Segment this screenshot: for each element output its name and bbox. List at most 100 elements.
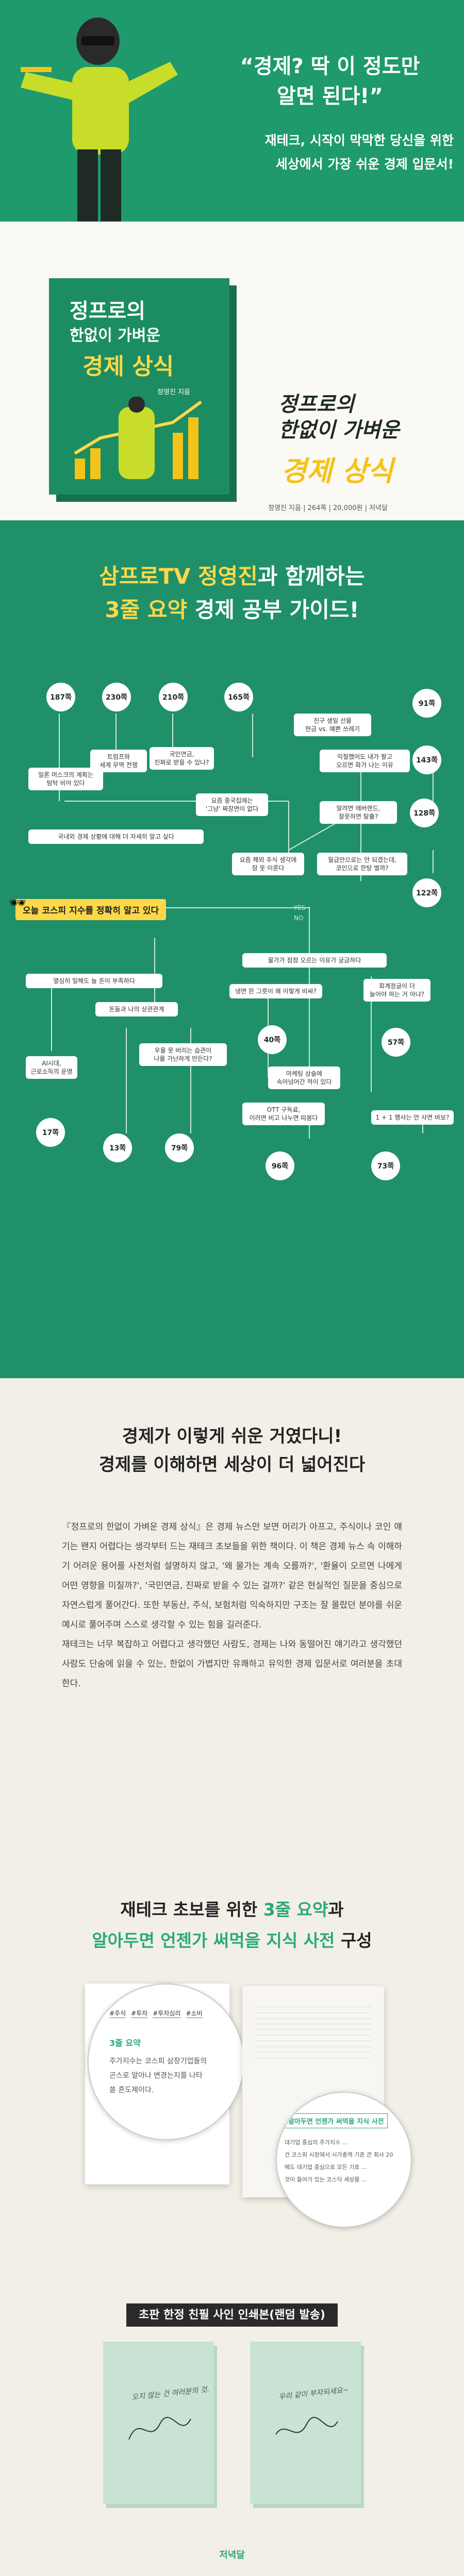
publisher-logo: 저녁달 (219, 2550, 245, 2561)
page-count-165: 165쪽 (224, 683, 253, 711)
description-heading2: 경제를 이해하면 세상이 더 넓어진다 (98, 1454, 366, 1475)
tag-stock: #주식 (109, 2010, 126, 2018)
no-label: NO (294, 914, 304, 922)
page-count-91: 91쪽 (412, 689, 441, 718)
page-count-210: 210쪽 (159, 683, 188, 711)
structure-heading2-green: 알아두면 언젠가 써먹을 지식 사전 (92, 1930, 335, 1951)
summary-line1: 주가지수는 코스피 삼장기업들의 (109, 2057, 207, 2065)
tag-invest: #투자 (131, 2010, 148, 2018)
box-habits: 우울 못 버리는 습관이 나를 가난하게 만든다? (139, 1043, 227, 1066)
tag-consume: #소비 (186, 2010, 203, 2018)
page-count-96: 96쪽 (266, 1151, 294, 1180)
box-never-enough: 열심히 일해도 늘 돈이 부족하다 (26, 974, 162, 988)
description-body: 『정프로의 한없이 가벼운 경제 상식』은 경제 뉴스만 보면 머리가 아프고,… (62, 1517, 402, 1693)
hero-sub-line2: 세상에서 가장 쉬운 경제 입문서! (275, 157, 454, 172)
signature-text2: 우리 같이 부자되세요~ (278, 2385, 350, 2402)
signature-scribble (128, 2417, 191, 2440)
cover-author: 정영진 지음 (157, 388, 190, 396)
structure-heading1-pre: 재테크 초보를 위한 (120, 1900, 263, 1920)
structure-heading1-post: 과 (328, 1900, 344, 1920)
hashtag-row: #주식 #투자 #투자심리 #소비 (109, 2008, 208, 2018)
box-accounting: 회계정글이 더 늘어야 하는 거 아냐? (363, 979, 430, 1002)
book-title-line1: 정프로의 (278, 393, 355, 416)
dict-line4: 것이 들어가 있는 코스닥 세상을 … (285, 2176, 368, 2183)
summary-line2: 곤스로 알아나 변경는지를 나타 (109, 2072, 203, 2080)
dictionary-label: 알아두면 언젠가 써먹을 지식 사전 (285, 2113, 388, 2128)
box-sell-regret: 익절했어도 내가 팔고 오르면 화가 나는 이유 (320, 750, 410, 772)
hero-subtitle: 재테크, 시작이 막막한 당신을 위한 세상에서 가장 쉬운 경제 입문서! (196, 129, 454, 176)
page-count-230: 230쪽 (102, 683, 131, 711)
book-title-line2: 한없이 가벼운 (278, 418, 400, 442)
guide-title-text1: 과 함께하는 (257, 564, 365, 589)
hero-section: “경제? 딱 이 정도만 알면 된다!” 재테크, 시작이 막막한 당신을 위한… (0, 0, 464, 222)
book-cover: 정프로의 한없이 가벼운 경제 상식 정영진 지음 (49, 278, 229, 495)
page-count-73: 73쪽 (371, 1151, 400, 1180)
yes-label: YES (294, 904, 306, 911)
signature-title-wrap: 초판 한정 친필 사인 인쇄본(랜덤 발송) (0, 2303, 464, 2327)
guide-title-highlight2: 3줄 요약 (105, 597, 188, 622)
page-count-13: 13쪽 (103, 1133, 132, 1162)
guide-title-line1: 삼프로TV 정영진과 함께하는 (0, 559, 464, 590)
author-illustration (21, 18, 178, 222)
dictionary-zoom-circle: 알아두면 언젠가 써먹을 지식 사전 대기업 중심의 주가지수 … 건 코스피 … (276, 2092, 412, 2228)
signature-scribble (275, 2417, 338, 2435)
box-elon: 일론 머스크의 계획는 탐탁 비어 있다 (28, 768, 103, 790)
summary-zoom-circle: #주식 #투자 #투자심리 #소비 3줄 요약 주가지수는 코스피 삼장기업들의 곤스… (88, 1984, 244, 2140)
box-money-relation: 돈들과 나의 상관관계 (95, 1002, 178, 1016)
guide-section: 삼프로TV 정영진과 함께하는 3줄 요약 경제 공부 가이드! (0, 520, 464, 1378)
structure-section: 재테크 초보를 위한 3줄 요약과 알아두면 언젠가 써먹을 지식 사전 구성 … (0, 1855, 464, 2576)
book-intro-section: 정프로의 한없이 가벼운 경제 상식 정영진 지음 정프로의 한없이 가벼운 경… (0, 222, 464, 520)
hero-sub-line1: 재테크, 시작이 막막한 당신을 위한 (264, 133, 454, 148)
description-paragraph1: 『정프로의 한없이 가벼운 경제 상식』은 경제 뉴스만 보면 머리가 아프고,… (62, 1522, 402, 1630)
box-marketing: 마케팅 상술에 속아넘어간 적이 있다 (268, 1066, 340, 1089)
box-one-plus-one: 1 + 1 행사는 안 사면 바보? (371, 1110, 454, 1125)
description-section: 경제가 이렇게 쉬운 거였다니! 경제를 이해하면 세상이 더 넓어진다 『정프… (0, 1378, 464, 1855)
box-coin: 월급만으로는 안 되겠는데, 코인으로 한탕 벌까? (317, 853, 407, 875)
guide-title-line2: 3줄 요약 경제 공부 가이드! (0, 592, 464, 624)
flowchart-lines (51, 714, 434, 1139)
box-pension: 국민연금, 진짜로 받을 수 있나? (150, 747, 214, 770)
structure-heading2-post: 구성 (335, 1930, 372, 1951)
cover-illustration (74, 397, 202, 479)
cover-title-line2: 한없이 가벼운 (70, 327, 161, 345)
box-naengmyeon: 냉면 한 그릇이 왜 이렇게 비싸? (229, 984, 322, 998)
hero-quote-line1: “경제? 딱 이 정도만 (240, 55, 420, 78)
cover-main-title: 경제 상식 (82, 353, 174, 380)
summary-label: 3줄 요약 (109, 2038, 141, 2048)
hero-quote-line2: 알면 된다!” (277, 84, 383, 108)
box-world-economy: 국내외 경제 상황에 대해 더 자세히 알고 싶다 (28, 829, 204, 844)
page-count-17: 17쪽 (36, 1118, 65, 1147)
tag-psychology: #투자심리 (153, 2010, 181, 2018)
box-ai-income: AI시대, 근로소득의 운명 (26, 1056, 77, 1079)
page-count-128: 128쪽 (410, 799, 439, 827)
structure-heading1: 재테크 초보를 위한 3줄 요약과 (0, 1896, 464, 1921)
description-paragraph2: 재테크는 너무 복잡하고 어렵다고 생각했던 사람도, 경제는 나와 동떨어진 … (62, 1639, 402, 1689)
structure-heading1-green: 3줄 요약 (263, 1900, 328, 1920)
box-gift: 친구 생일 선물 현금 vs. 예쁜 쓰레기 (294, 714, 371, 736)
flow-start: 오늘 코스피 지수를 정확히 알고 있다 (15, 899, 167, 920)
dict-line3: 에도 대기업 중심으로 모든 기호 … (285, 2164, 368, 2171)
book-title: 정프로의 한없이 가벼운 (278, 392, 400, 443)
sunglasses-icon: 🕶 (9, 895, 27, 911)
guide-title-text2: 경제 공부 가이드! (187, 597, 359, 622)
cover-title-line1: 정프로의 (70, 299, 146, 323)
structure-heading2: 알아두면 언젠가 써먹을 지식 사전 구성 (0, 1927, 464, 1952)
signature-text1: 오지 않는 건 여러분의 것. (131, 2385, 210, 2402)
signature-card-right: 우리 같이 부자되세요~ (250, 2342, 361, 2504)
summary-line3: 쓸 흔도제이다. (109, 2086, 154, 2094)
dict-line1: 대기업 중심의 주가지수 … (285, 2139, 348, 2146)
page-count-187: 187쪽 (46, 683, 75, 711)
book-main-title: 경제 상식 (281, 455, 393, 487)
page-count-143: 143쪽 (412, 745, 441, 774)
page-count-40: 40쪽 (258, 1025, 287, 1054)
box-everland: 알려면 에버랜드, 잘못하면 탈출? (320, 801, 397, 824)
box-foreign-stocks: 요즘 해외 주식 생각에 잠 못 이룬다 (232, 853, 304, 875)
signature-card-left: 오지 않는 건 여러분의 것. (103, 2342, 214, 2504)
box-ott: OTT 구독료, 이러면 비고 나누면 따봉다 (242, 1103, 325, 1125)
page-count-122: 122쪽 (412, 878, 441, 907)
page-count-57: 57쪽 (382, 1028, 410, 1057)
description-heading1: 경제가 이렇게 쉬운 거였다니! (122, 1426, 342, 1447)
hero-quote: “경제? 딱 이 정도만 알면 된다!” (206, 52, 454, 111)
book-meta: 정영진 지음 | 264쪽 | 20,000원 | 저녁달 (268, 504, 388, 512)
cover-title: 정프로의 한없이 가벼운 (70, 299, 160, 348)
